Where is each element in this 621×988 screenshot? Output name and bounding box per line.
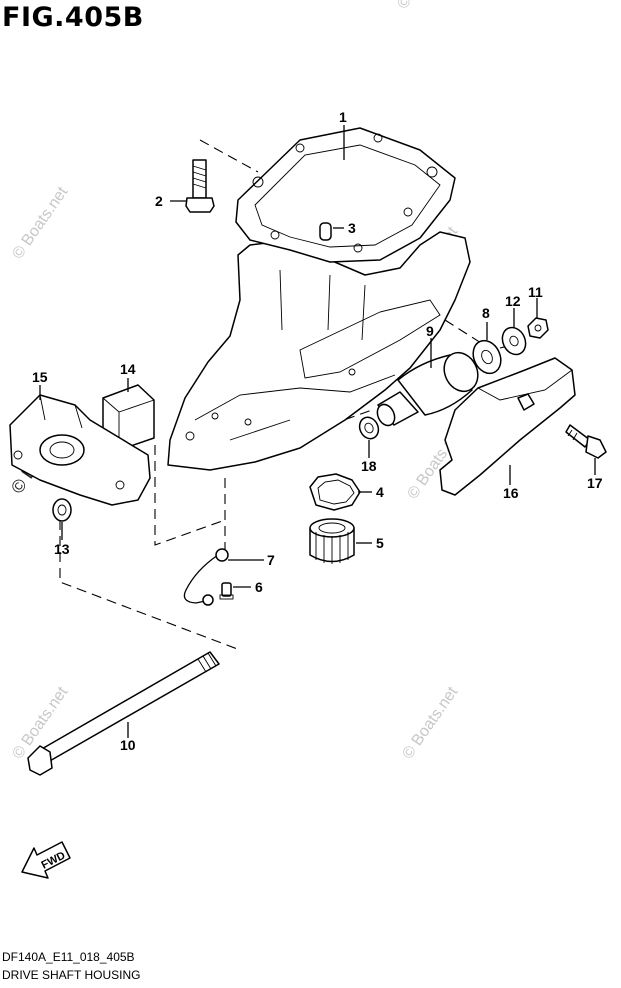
mount-cover-part xyxy=(439,357,576,496)
watermark-text: © Boats.net xyxy=(9,183,71,262)
callout-11: 11 xyxy=(528,284,543,300)
dowel-pin-part xyxy=(319,222,332,241)
lower-mount-housing-part xyxy=(9,394,151,506)
callout-4: 4 xyxy=(376,484,384,500)
ground-wire-part xyxy=(183,548,229,606)
callout-13: 13 xyxy=(54,541,70,557)
bolt-part xyxy=(565,424,607,459)
callout-9: 9 xyxy=(426,323,434,339)
callout-10: 10 xyxy=(120,737,136,753)
callout-15: 15 xyxy=(32,369,48,385)
gasket-part xyxy=(309,473,361,511)
callout-3: 3 xyxy=(348,220,356,236)
watermark-text: © Boats.net xyxy=(399,683,461,762)
callout-12: 12 xyxy=(505,293,521,309)
bolt-part xyxy=(185,159,215,213)
callout-6: 6 xyxy=(255,579,263,595)
callout-17: 17 xyxy=(587,475,603,491)
diagram-section-name: DRIVE SHAFT HOUSING xyxy=(2,968,141,982)
fwd-arrow-icon: FWD xyxy=(21,841,71,879)
bearing-part xyxy=(309,518,355,564)
small-washer-part xyxy=(52,498,72,522)
callout-18: 18 xyxy=(361,458,377,474)
mount-rubber-part xyxy=(376,351,479,427)
washer-part xyxy=(501,326,527,356)
small-washer-part xyxy=(358,416,380,440)
long-bolt-part xyxy=(27,651,220,776)
nut-part xyxy=(527,317,549,339)
washer-part xyxy=(472,339,502,375)
watermark-text: © Boats.net xyxy=(394,0,456,12)
callout-14: 14 xyxy=(120,361,136,377)
diagram-model-code: DF140A_E11_018_405B xyxy=(2,950,135,964)
callout-2: 2 xyxy=(155,193,163,209)
callout-7: 7 xyxy=(267,552,275,568)
drive-shaft-housing-part xyxy=(167,127,471,471)
callout-labels: 1 2 3 4 5 6 7 8 9 10 11 12 13 14 15 16 1… xyxy=(32,109,603,753)
callout-16: 16 xyxy=(503,485,519,501)
callout-leaders xyxy=(39,125,596,738)
callout-5: 5 xyxy=(376,535,384,551)
callout-1: 1 xyxy=(339,109,347,125)
figure-title: FIG.405B xyxy=(2,2,144,33)
screw-part xyxy=(219,582,234,600)
callout-8: 8 xyxy=(482,305,490,321)
